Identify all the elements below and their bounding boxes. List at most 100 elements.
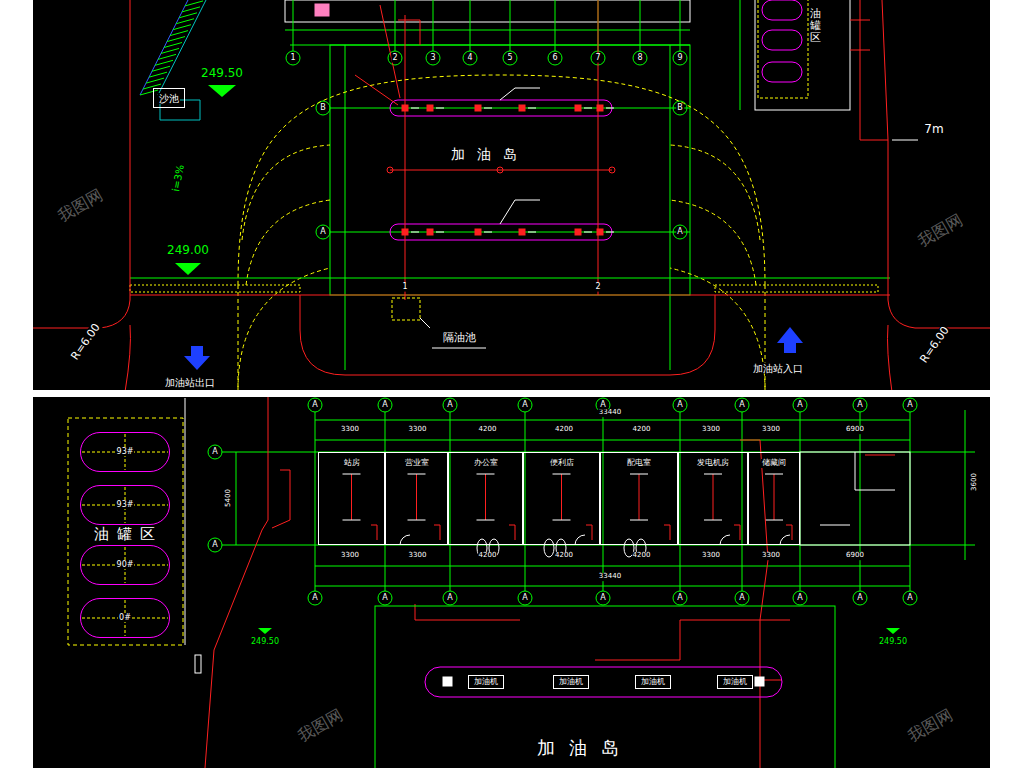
road-edge xyxy=(33,300,130,328)
axis-number: 2 xyxy=(594,283,601,292)
cad-line xyxy=(765,474,783,475)
tank-area xyxy=(68,418,183,645)
slope-edge xyxy=(140,0,188,95)
pipe-line xyxy=(740,440,768,768)
cad-line xyxy=(315,420,910,421)
driving-track xyxy=(238,268,330,390)
node-text: 便利店 xyxy=(549,459,575,468)
dimension: 3300 xyxy=(761,426,781,434)
axis-letter: A xyxy=(311,594,318,603)
road-edge xyxy=(888,300,990,328)
pipe-node xyxy=(609,167,615,173)
cad-line xyxy=(285,30,690,31)
exit-arrow xyxy=(184,346,210,370)
room-box: 储藏间 xyxy=(748,452,800,545)
dispenser-symbol xyxy=(475,229,481,235)
cad-line xyxy=(411,232,419,233)
node-text: 加油机 xyxy=(722,678,748,687)
slope-hatch xyxy=(167,37,185,42)
axis-circle xyxy=(518,398,532,412)
cad-line xyxy=(130,278,890,279)
axis-circle xyxy=(426,51,440,65)
drive-lane xyxy=(300,295,715,375)
dimension: 4200 xyxy=(632,552,652,560)
axis-letter: A xyxy=(599,401,606,410)
node-text: 储藏间 xyxy=(761,459,787,468)
room-box: 配电室 xyxy=(600,452,678,545)
door-symbol xyxy=(720,535,730,545)
cad-line xyxy=(740,0,741,110)
slope-hatch xyxy=(179,13,197,18)
entry-label: 加油站入口 xyxy=(752,363,804,374)
vent-pipe xyxy=(195,655,201,673)
cad-line xyxy=(408,474,426,475)
axis-circle xyxy=(735,398,749,412)
lighting-line xyxy=(416,474,417,520)
cad-line xyxy=(680,0,681,51)
dimension: 3300 xyxy=(340,552,360,560)
axis-circle xyxy=(903,591,917,605)
pipe-line xyxy=(860,0,888,140)
room-box: 便利店 xyxy=(523,452,600,545)
dimension: 5400 xyxy=(225,488,233,508)
cad-line xyxy=(850,20,870,21)
oil-tank xyxy=(762,30,802,50)
axis-letter: A xyxy=(676,594,683,603)
axis-letter: A xyxy=(211,541,218,550)
dimension: 4200 xyxy=(478,426,498,434)
lighting-line xyxy=(485,474,486,520)
cad-line xyxy=(315,440,910,441)
cad-line xyxy=(525,412,526,591)
slope-hatch xyxy=(158,54,176,59)
canopy-outline xyxy=(375,606,835,768)
driving-track xyxy=(670,200,756,285)
cad-line xyxy=(185,398,186,645)
fuel-island xyxy=(425,667,782,697)
elevation-mark xyxy=(208,85,236,97)
axis-circle xyxy=(853,398,867,412)
axis-letter: A xyxy=(211,448,218,457)
cad-line xyxy=(553,474,571,475)
cad-line xyxy=(850,50,870,51)
cad-line xyxy=(734,525,740,540)
cad-line xyxy=(236,452,237,545)
cad-line xyxy=(470,0,471,51)
leader-line xyxy=(500,200,540,224)
door-symbol xyxy=(575,535,585,545)
dimension: 3300 xyxy=(701,426,721,434)
dimension: 7m xyxy=(923,123,944,136)
axis-circle xyxy=(673,51,687,65)
slope-edge xyxy=(158,0,206,95)
cad-line xyxy=(433,0,434,51)
room-box: 营业室 xyxy=(385,452,448,545)
node-text: 站房 xyxy=(343,459,361,468)
slope-hatch xyxy=(164,43,182,48)
axis-circle xyxy=(463,51,477,65)
cad-line xyxy=(664,525,670,540)
cad-line xyxy=(330,232,690,233)
axis-letter: A xyxy=(381,594,388,603)
slope-label: i=3% xyxy=(170,163,186,194)
axis-number: 9 xyxy=(676,54,683,63)
axis-circle xyxy=(286,51,300,65)
axis-letter: A xyxy=(446,401,453,410)
elevation-mark xyxy=(258,628,272,634)
elevation-label: 249.50 xyxy=(200,67,244,80)
cad-line xyxy=(398,20,420,45)
dispenser-box: 加油机 xyxy=(468,675,504,689)
axis-circle xyxy=(443,591,457,605)
axis-letter: A xyxy=(311,401,318,410)
slope-hatch xyxy=(170,31,188,36)
road-edge xyxy=(130,295,890,296)
leader-line xyxy=(432,348,486,349)
dispenser-box: 加油机 xyxy=(635,675,671,689)
driving-track xyxy=(765,285,766,390)
axis-letter: A xyxy=(446,594,453,603)
axis-circle xyxy=(518,591,532,605)
cad-line xyxy=(553,520,571,521)
radius-label: R=6.00 xyxy=(69,321,104,363)
axis-circle xyxy=(793,398,807,412)
axis-letter: A xyxy=(906,401,913,410)
